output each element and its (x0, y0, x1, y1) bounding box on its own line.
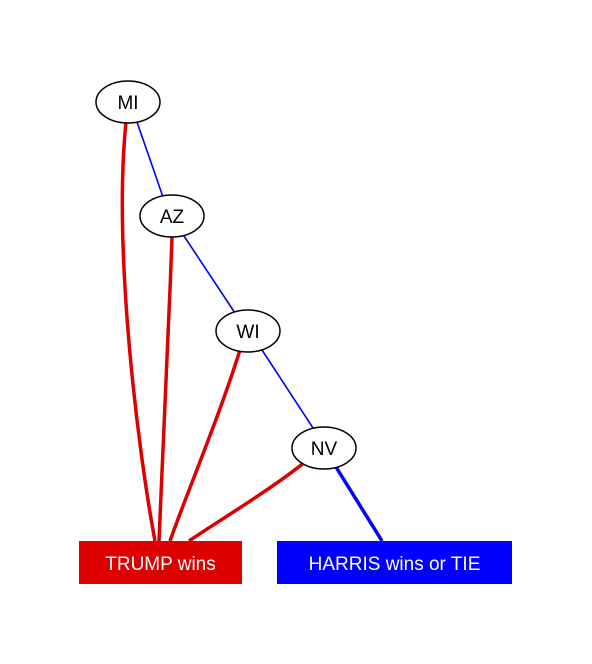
outcome-harris-label: HARRIS wins or TIE (309, 554, 481, 575)
edge-wi-nv (261, 349, 314, 429)
edge-mi-trump (120, 121, 157, 542)
outcome-trump-label: TRUMP wins (105, 554, 216, 575)
edge-az-trump (157, 236, 174, 542)
node-az-label: AZ (160, 207, 185, 228)
outcome-trump-wins: TRUMP wins (79, 541, 242, 584)
node-nv-label: NV (311, 439, 338, 460)
node-nv: NV (291, 426, 357, 470)
red-edges (120, 121, 307, 543)
edge-nv-trump (188, 460, 307, 543)
node-mi: MI (95, 80, 161, 124)
node-wi: WI (215, 309, 281, 353)
edge-mi-az (136, 121, 164, 198)
node-az: AZ (139, 194, 205, 238)
edge-wi-trump (168, 349, 242, 542)
edge-az-wi (183, 235, 236, 314)
blue-edges (136, 121, 384, 542)
edge-nv-harris (334, 466, 384, 542)
node-wi-label: WI (236, 322, 259, 343)
node-mi-label: MI (117, 93, 138, 114)
outcome-harris-wins-or-tie: HARRIS wins or TIE (277, 541, 512, 584)
